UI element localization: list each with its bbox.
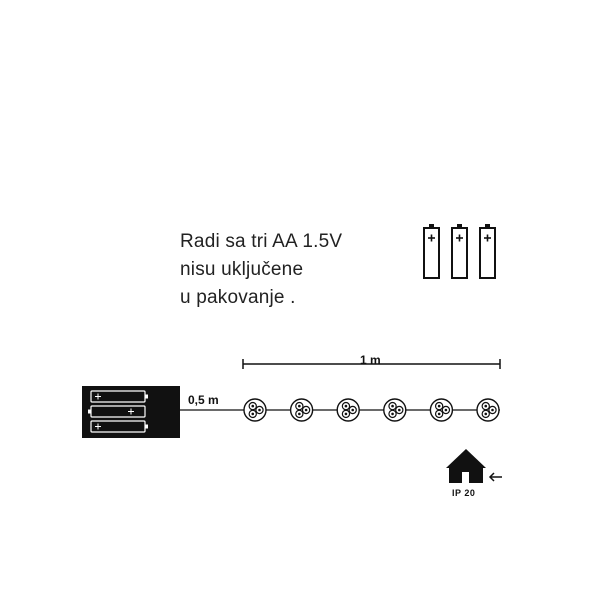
battery-info-text: Radi sa tri AA 1.5V nisu uključene u pak…: [180, 228, 342, 312]
spiral-bulb-icon: [429, 398, 454, 422]
aa-batteries-icon: [423, 224, 496, 279]
arrow-left-icon: [488, 472, 502, 482]
info-line-3: u pakovanje .: [180, 287, 296, 308]
battery-cell-icon: [90, 390, 148, 403]
aa-battery-icon: [479, 224, 496, 279]
info-line-1: Radi sa tri AA 1.5V: [180, 231, 343, 252]
spiral-bulb-icon: [243, 398, 267, 422]
bulb-string: [243, 398, 500, 422]
battery-cell-icon: [90, 420, 148, 433]
house-icon: [446, 449, 486, 483]
spiral-bulb-icon: [383, 398, 407, 422]
spiral-bulb-icon: [289, 398, 314, 422]
spiral-bulb-icon: [336, 398, 360, 422]
aa-battery-icon: [451, 224, 468, 279]
ip-rating-label: IP 20: [452, 488, 476, 498]
length-label-1m: 1 m: [360, 353, 381, 367]
battery-cell-icon: [88, 405, 146, 418]
info-line-2: nisu uključene: [180, 259, 304, 280]
length-label-lead: 0,5 m: [188, 393, 219, 407]
battery-box-icon: [82, 386, 180, 438]
spiral-bulb-icon: [476, 398, 500, 422]
aa-battery-icon: [423, 224, 440, 279]
dimension-line-1m: [242, 359, 501, 369]
